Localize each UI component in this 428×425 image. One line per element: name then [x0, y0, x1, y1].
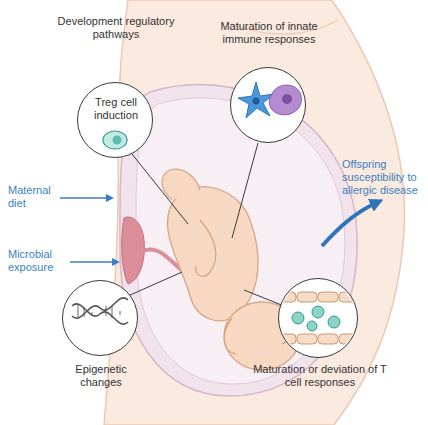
- diet-arrow: [60, 197, 112, 198]
- node-heading: Development regulatory pathways: [51, 15, 181, 41]
- factor-label: Offspring susceptibility to allergic dis…: [342, 158, 428, 197]
- circle-node: Maturation or deviation of T cell respon…: [278, 278, 358, 358]
- node-text: Maturation or deviation of T cell respon…: [245, 363, 395, 389]
- circle-node: Maturation of innate immune responses: [230, 67, 306, 143]
- leader-lines: [128, 143, 284, 306]
- umbilical-cord: [140, 250, 228, 300]
- node-text: Treg cell induction: [88, 96, 144, 122]
- circle-node: Epigenetic changes: [62, 280, 138, 356]
- uterus: [120, 85, 357, 396]
- fetus: [162, 169, 300, 370]
- offspring-arrow: [322, 202, 378, 246]
- microbial-arrow: [70, 261, 118, 262]
- body-silhouette: [104, 0, 405, 425]
- factor-label: Microbial exposure: [8, 248, 70, 274]
- circle-node: Development regulatory pathwaysTreg cell…: [77, 82, 153, 158]
- factor-label: Maternal diet: [8, 184, 63, 210]
- node-text: Maturation of innate immune responses: [205, 20, 333, 46]
- node-text: Epigenetic changes: [56, 363, 146, 389]
- placenta: [122, 217, 145, 284]
